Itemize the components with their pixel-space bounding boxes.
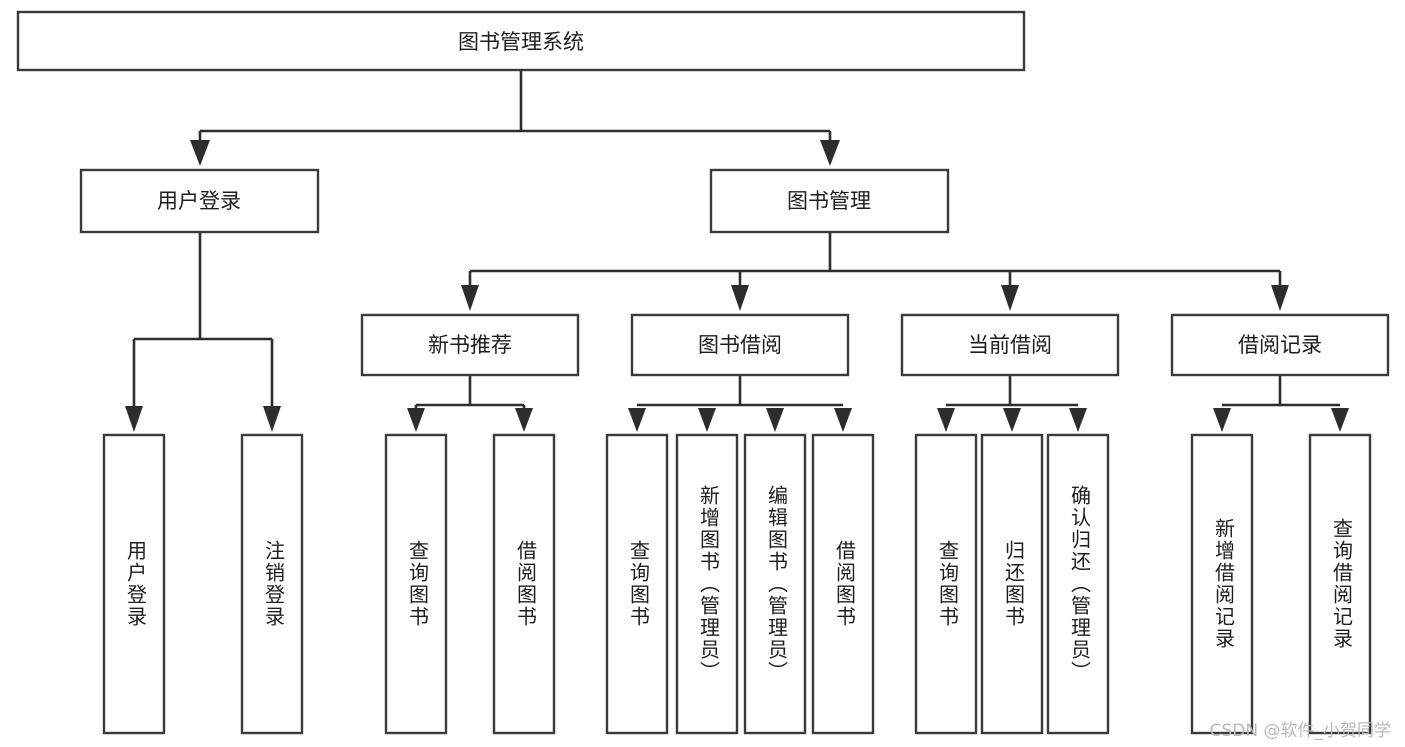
node-new-book-rec-box[interactable] xyxy=(360,313,580,377)
node-leaf-add-record-label: 新增借阅记录 xyxy=(1212,518,1236,650)
arrow-borrowrecord-leaf-1 xyxy=(1213,408,1231,432)
node-leaf-return-book-label: 归还图书 xyxy=(1002,540,1026,628)
node-leaf-query-record-label: 查询借阅记录 xyxy=(1330,518,1354,650)
node-leaf-add-book-box[interactable] xyxy=(675,433,739,735)
node-leaf-query-record-box[interactable] xyxy=(1308,433,1372,735)
node-book-manage[interactable]: 图书管理 xyxy=(709,168,950,234)
node-new-book-rec[interactable]: 新书推荐 xyxy=(360,313,580,377)
node-leaf-borrow-book-1[interactable]: 借阅图书 xyxy=(492,433,556,735)
arrow-bm-to-currentborrow xyxy=(1001,285,1019,311)
node-user-login-box[interactable] xyxy=(79,168,320,234)
node-current-borrow-box[interactable] xyxy=(900,313,1120,377)
node-leaf-confirm-return-label: 确认归还（管理员） xyxy=(1068,485,1092,683)
arrow-root-to-bookmanage xyxy=(820,140,840,166)
node-leaf-query-book-3[interactable]: 查询图书 xyxy=(914,433,978,735)
node-leaf-add-record[interactable]: 新增借阅记录 xyxy=(1190,433,1254,735)
node-book-manage-label: 图书管理 xyxy=(787,189,871,213)
connector-group-bookborrow xyxy=(628,375,852,432)
node-current-borrow[interactable]: 当前借阅 xyxy=(900,313,1120,377)
csdn-watermark: CSDN @软件_小贺同学 xyxy=(1209,721,1391,741)
arrow-bookborrow-leaf-3 xyxy=(766,408,784,432)
node-leaf-edit-book-box[interactable] xyxy=(743,433,807,735)
arrow-bookborrow-leaf-1 xyxy=(628,408,646,432)
arrow-root-to-userlogin xyxy=(190,140,210,166)
node-book-borrow-label: 图书借阅 xyxy=(698,333,782,357)
node-leaf-confirm-return[interactable]: 确认归还（管理员） xyxy=(1046,433,1110,735)
arrow-currentborrow-leaf-1 xyxy=(937,408,955,432)
node-leaf-borrow-book-1-label: 借阅图书 xyxy=(514,540,538,628)
node-leaf-return-book[interactable]: 归还图书 xyxy=(980,433,1044,735)
node-leaf-query-book-1-box[interactable] xyxy=(384,433,448,735)
node-leaf-return-book-box[interactable] xyxy=(980,433,1044,735)
node-leaf-query-book-1-label: 查询图书 xyxy=(406,540,430,628)
node-leaf-add-record-box[interactable] xyxy=(1190,433,1254,735)
node-leaf-edit-book[interactable]: 编辑图书（管理员） xyxy=(743,433,807,735)
arrow-userlogin-leaf-2 xyxy=(263,406,281,432)
arrow-userlogin-leaf-1 xyxy=(125,406,143,432)
node-borrow-record-box[interactable] xyxy=(1170,313,1390,377)
node-book-manage-box[interactable] xyxy=(709,168,950,234)
node-leaf-borrow-book-2-box[interactable] xyxy=(811,433,875,735)
connector-group-currentborrow xyxy=(937,375,1087,432)
node-book-borrow[interactable]: 图书借阅 xyxy=(630,313,850,377)
node-leaf-query-book-1[interactable]: 查询图书 xyxy=(384,433,448,735)
node-leaf-add-book-label: 新增图书（管理员） xyxy=(697,485,721,683)
node-leaf-query-book-2-label: 查询图书 xyxy=(627,540,651,628)
arrow-borrowrecord-leaf-2 xyxy=(1331,408,1349,432)
node-leaf-logout-label: 注销登录 xyxy=(262,540,286,628)
node-leaf-add-book[interactable]: 新增图书（管理员） xyxy=(675,433,739,735)
node-borrow-record[interactable]: 借阅记录 xyxy=(1170,313,1390,377)
node-leaf-logout-box[interactable] xyxy=(240,433,304,735)
arrow-currentborrow-leaf-3 xyxy=(1069,408,1087,432)
node-leaf-user-login-box[interactable] xyxy=(102,433,166,735)
node-leaf-user-login[interactable]: 用户登录 xyxy=(102,433,166,735)
arrow-bm-to-bookborrow xyxy=(731,285,749,311)
node-leaf-query-book-2[interactable]: 查询图书 xyxy=(605,433,669,735)
node-current-borrow-label: 当前借阅 xyxy=(968,333,1052,357)
node-book-borrow-box[interactable] xyxy=(630,313,850,377)
node-leaf-edit-book-label: 编辑图书（管理员） xyxy=(765,485,789,683)
arrow-newbook-leaf-1 xyxy=(407,408,425,432)
node-borrow-record-label: 借阅记录 xyxy=(1238,333,1322,357)
arrow-bm-to-borrowrecord xyxy=(1271,285,1289,311)
node-leaf-logout[interactable]: 注销登录 xyxy=(240,433,304,735)
connector-group-borrowrecord xyxy=(1213,375,1349,432)
node-user-login[interactable]: 用户登录 xyxy=(79,168,320,234)
connector-group-newbook xyxy=(407,375,533,432)
node-leaf-query-book-2-box[interactable] xyxy=(605,433,669,735)
connector-group-bookmanage xyxy=(461,232,1289,311)
node-root-box[interactable] xyxy=(16,10,1026,72)
node-leaf-user-login-label: 用户登录 xyxy=(124,540,148,628)
node-new-book-rec-label: 新书推荐 xyxy=(428,333,512,357)
connector-group-userlogin xyxy=(125,232,281,432)
node-leaf-borrow-book-2[interactable]: 借阅图书 xyxy=(811,433,875,735)
arrow-newbook-leaf-2 xyxy=(515,408,533,432)
node-leaf-confirm-return-box[interactable] xyxy=(1046,433,1110,735)
node-root-label: 图书管理系统 xyxy=(458,30,584,54)
node-user-login-label: 用户登录 xyxy=(157,189,241,213)
arrow-bookborrow-leaf-2 xyxy=(698,408,716,432)
arrow-bookborrow-leaf-4 xyxy=(834,408,852,432)
node-leaf-query-book-3-box[interactable] xyxy=(914,433,978,735)
node-leaf-borrow-book-2-label: 借阅图书 xyxy=(833,540,857,628)
arrow-currentborrow-leaf-2 xyxy=(1003,408,1021,432)
connector-group-root xyxy=(190,70,840,166)
node-root[interactable]: 图书管理系统 xyxy=(16,10,1026,72)
node-leaf-query-book-3-label: 查询图书 xyxy=(936,540,960,628)
node-leaf-borrow-book-1-box[interactable] xyxy=(492,433,556,735)
arrow-bm-to-newbook xyxy=(461,285,479,311)
node-leaf-query-record[interactable]: 查询借阅记录 xyxy=(1308,433,1372,735)
